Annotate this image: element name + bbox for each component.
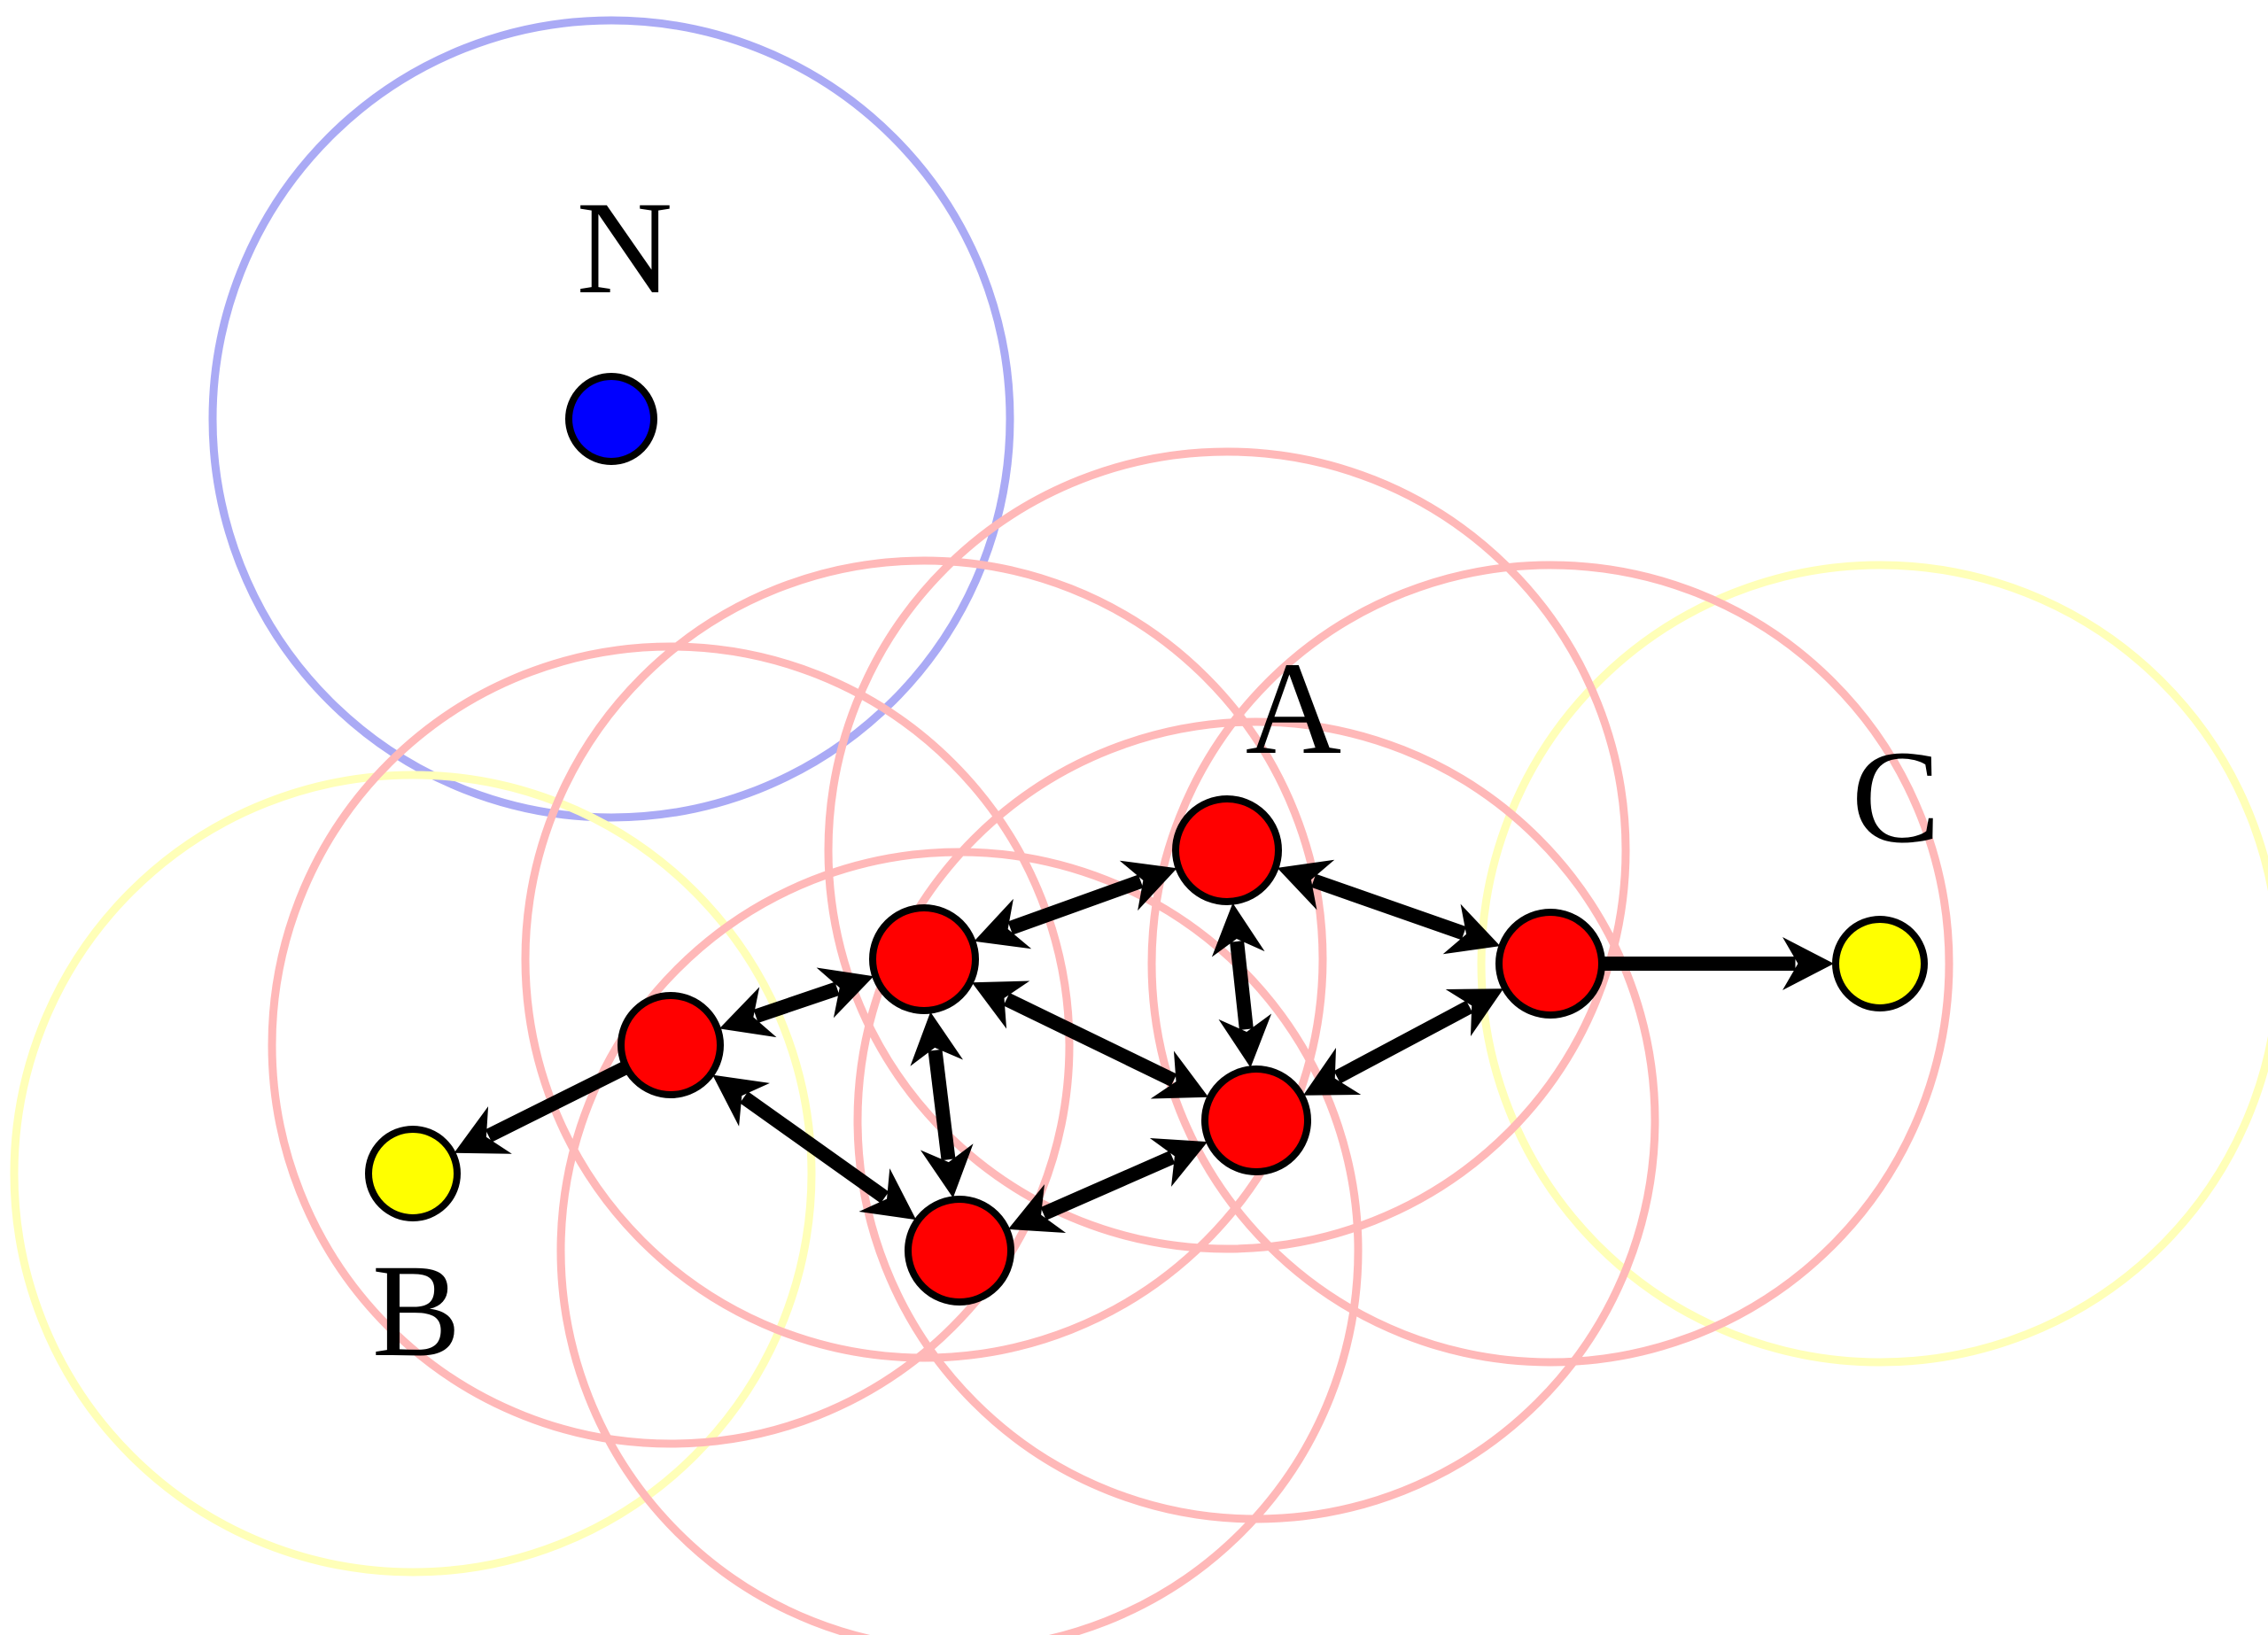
arrow-head <box>1302 1048 1362 1096</box>
label-C: C <box>1852 724 1940 871</box>
edge-shaft <box>1040 1151 1176 1220</box>
node-R5[interactable] <box>1201 1065 1311 1175</box>
node-B[interactable] <box>365 1126 461 1221</box>
edge <box>971 980 1209 1099</box>
label-N: N <box>577 174 672 322</box>
edge <box>910 1011 974 1198</box>
arrow-head <box>1149 1137 1208 1187</box>
arrow-head <box>1783 937 1834 990</box>
node-C[interactable] <box>1832 916 1928 1011</box>
arrow-head <box>858 1168 917 1220</box>
arrow-head <box>1218 1013 1272 1068</box>
edge-shaft <box>1311 873 1466 941</box>
coverage-circle <box>824 447 1630 1253</box>
arrow-head <box>1442 903 1501 955</box>
edge-shaft <box>1007 874 1144 935</box>
coverage-circle <box>208 16 1014 822</box>
node-R3[interactable] <box>1172 795 1282 905</box>
arrow-head <box>718 987 777 1038</box>
edge <box>1211 903 1272 1068</box>
arrow-head <box>712 1074 770 1127</box>
edge-shaft <box>485 1061 628 1143</box>
edge <box>454 1061 628 1154</box>
edge-shaft <box>740 1091 889 1204</box>
edge <box>712 1074 917 1220</box>
arrow-head <box>971 980 1030 1029</box>
edge <box>1604 937 1834 990</box>
arrow-head <box>910 1011 964 1066</box>
edge-shaft <box>1333 1000 1473 1084</box>
arrow-head <box>1211 903 1265 957</box>
edge-shaft <box>928 1049 956 1161</box>
labels-layer: N A C B <box>372 174 1940 1384</box>
arrow-head <box>454 1106 512 1154</box>
arrow-head <box>1445 988 1504 1036</box>
edge-shaft <box>753 981 840 1023</box>
arrow-head <box>920 1143 974 1198</box>
coverage-circle <box>10 771 816 1577</box>
arrow-head <box>1007 1184 1067 1234</box>
coverage-circle <box>1477 561 2268 1367</box>
coverage-circle <box>1147 561 1953 1367</box>
node-R4[interactable] <box>905 1196 1014 1306</box>
arrow-head <box>974 898 1032 949</box>
edge-shaft <box>1003 992 1177 1088</box>
edge-shaft <box>1230 941 1254 1030</box>
coverage-circle <box>853 717 1659 1523</box>
edges-layer <box>454 859 1834 1234</box>
node-R6[interactable] <box>1495 909 1605 1019</box>
node-R2[interactable] <box>869 904 979 1014</box>
edge <box>1277 859 1501 955</box>
coverage-circle <box>521 556 1327 1362</box>
coverage-circles-layer <box>10 16 2268 1635</box>
node-N[interactable] <box>565 373 657 465</box>
edge <box>1302 988 1504 1096</box>
arrow-head <box>816 967 874 1019</box>
label-A: A <box>1246 635 1341 782</box>
edge <box>974 860 1177 949</box>
arrow-head <box>1119 860 1177 911</box>
edge <box>718 967 874 1038</box>
arrow-head <box>1150 1050 1209 1099</box>
arrow-head <box>1277 859 1335 910</box>
nodes-layer <box>365 373 1928 1306</box>
edge <box>1007 1137 1208 1234</box>
label-B: B <box>372 1237 461 1384</box>
node-R1[interactable] <box>617 992 724 1098</box>
